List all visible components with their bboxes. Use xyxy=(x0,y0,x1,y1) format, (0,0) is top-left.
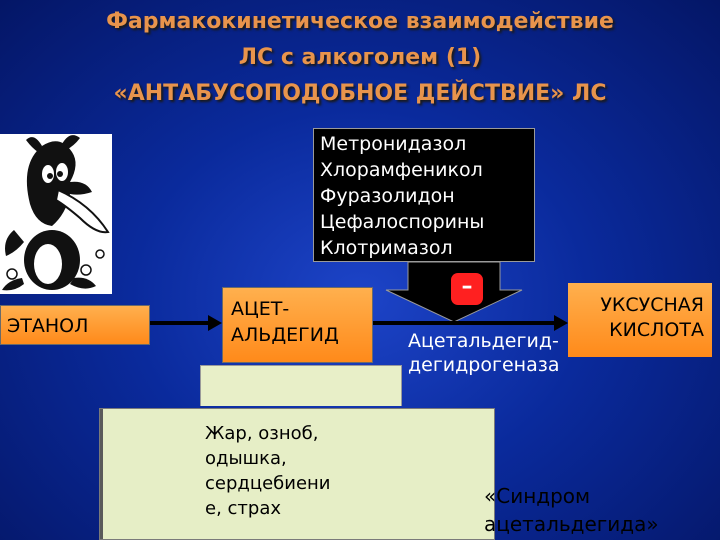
title-line-1: Фармакокинетическое взаимодействие xyxy=(106,9,614,34)
cartoon-character-illustration xyxy=(0,134,112,294)
symptoms-line-1: Жар, озноб, xyxy=(205,423,319,444)
acetaldehyde-line-1: АЦЕТ- xyxy=(231,298,290,320)
syndrome-label: «Синдром ацетальдегида» xyxy=(484,482,659,538)
symptoms-box: Жар, озноб, одышка, сердцебиени е, страх xyxy=(99,408,495,540)
arrow-right-icon xyxy=(150,315,222,331)
enzyme-line-1: Ацетальдегид- xyxy=(408,330,559,352)
title-line-2: ЛС с алкоголем (1) xyxy=(238,45,482,70)
slide-title: Фармакокинетическое взаимодействие ЛС с … xyxy=(0,4,720,112)
syndrome-line-1: «Синдром xyxy=(484,484,591,508)
acetic-acid-line-2: КИСЛОТА xyxy=(609,319,704,341)
symptoms-line-3: сердцебиени xyxy=(205,473,331,494)
drug-item: Фуразолидон xyxy=(320,185,455,207)
drug-item: Клотримазол xyxy=(320,237,453,259)
syndrome-line-2: ацетальдегида» xyxy=(484,512,659,536)
drug-item: Цефалоспорины xyxy=(320,211,485,233)
acetic-acid-line-1: УКСУСНАЯ xyxy=(600,294,704,316)
acetaldehyde-box: АЦЕТ- АЛЬДЕГИД xyxy=(222,287,373,363)
drug-item: Метронидазол xyxy=(320,133,467,155)
acetaldehyde-line-2: АЛЬДЕГИД xyxy=(231,324,339,346)
enzyme-line-2: дегидрогеназа xyxy=(408,354,560,376)
acetic-acid-box: УКСУСНАЯ КИСЛОТА xyxy=(568,283,712,357)
symptom-box-back xyxy=(200,365,402,406)
ethanol-box: ЭТАНОЛ xyxy=(0,305,150,345)
drug-item: Хлорамфеникол xyxy=(320,159,483,181)
symptoms-line-4: е, страх xyxy=(205,498,282,519)
inhibition-sign: – xyxy=(451,273,483,305)
title-line-3: «АНТАБУСОПОДОБНОЕ ДЕЙСТВИЕ» ЛС xyxy=(113,81,607,106)
inhibitor-drugs-list: Метронидазол Хлорамфеникол Фуразолидон Ц… xyxy=(313,128,535,262)
arrow-right-icon xyxy=(373,315,568,331)
symptoms-line-2: одышка, xyxy=(205,448,287,469)
enzyme-label: Ацетальдегид- дегидрогеназа xyxy=(408,329,559,377)
